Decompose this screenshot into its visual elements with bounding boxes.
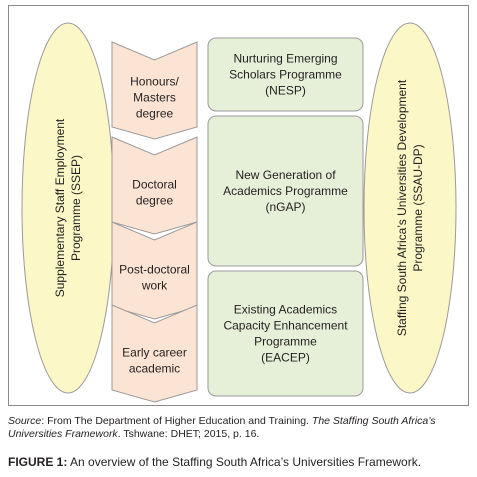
- ssau-dp-oval: [363, 22, 457, 394]
- programme-label-line: Existing Academics: [234, 303, 337, 317]
- programme-box-shape: [207, 115, 364, 267]
- programme-label: New Generation of Academics Programme (nGA…: [223, 168, 348, 214]
- source-label: Source: [8, 415, 42, 427]
- stage-chevron-shape: [111, 304, 198, 403]
- stage-label-line: Honours/: [130, 75, 179, 89]
- source-title: The Staffing South Africa’s Universities…: [8, 415, 436, 440]
- stage-chevron-shape: [111, 41, 198, 140]
- programme-box-shape: [207, 270, 364, 397]
- ssau-dp-label-line: Programme (SSAU-DP): [411, 144, 425, 271]
- ssep-label-line: Programme (SSEP): [69, 155, 83, 261]
- stage-label-line: academic: [129, 362, 180, 376]
- stage-label-line: Post-doctoral: [119, 263, 190, 277]
- programme-label-line: Scholars Programme: [229, 68, 342, 82]
- stage-label: Early career academic: [122, 346, 187, 376]
- ssep-label-line: Supplementary Staff Employment: [53, 118, 67, 297]
- programme-box: New Generation of Academics Programme (nGA…: [207, 115, 364, 267]
- programme-label-line: Academics Programme: [223, 184, 348, 198]
- source-note: Source: From The Department of Higher Ed…: [8, 415, 473, 441]
- figure-frame: [8, 5, 469, 406]
- caption-label: FIGURE 1:: [8, 455, 68, 469]
- stage-label-line: Early career: [122, 346, 187, 360]
- stage-label: Post-doctoral work: [119, 263, 190, 293]
- stage-label: Honours/Masters degree: [130, 75, 179, 121]
- stage-label-line: Masters: [133, 91, 176, 105]
- programme-box-shape: [207, 37, 364, 112]
- stage-label-line: Doctoral: [132, 178, 177, 192]
- source-prefix: : From The Department of Higher Educatio…: [41, 415, 312, 427]
- ssau-dp-label: Staffing South Africa’s Universities Dev…: [395, 79, 425, 336]
- programme-label-line: New Generation of: [235, 168, 336, 182]
- stage-chevron: Honours/Masters degree: [111, 41, 198, 140]
- source-suffix: . Tshwane: DHET; 2015, p. 16.: [117, 428, 260, 440]
- programme-label-line: (EACEP): [261, 351, 310, 365]
- programme-label-line: Programme: [254, 335, 317, 349]
- programme-label-line: (NESP): [265, 84, 306, 98]
- stage-chevron: Doctoral degree: [111, 136, 198, 235]
- figure-caption: FIGURE 1: An overview of the Staffing So…: [8, 455, 473, 469]
- stage-chevron: Post-doctoral work: [111, 221, 198, 320]
- stage-label: Doctoral degree: [132, 178, 177, 208]
- stage-label-line: degree: [136, 194, 174, 208]
- stage-label-line: work: [141, 279, 168, 293]
- programme-label-line: Capacity Enhancement: [223, 319, 348, 333]
- stage-chevron: Early career academic: [111, 304, 198, 403]
- ssep-oval: [21, 22, 115, 394]
- caption-text: An overview of the Staffing South Africa…: [67, 455, 422, 469]
- ssau-dp-label-line: Staffing South Africa’s Universities Dev…: [395, 79, 409, 336]
- stage-label-line: degree: [136, 107, 174, 121]
- programme-label-line: (nGAP): [265, 200, 305, 214]
- programme-label-line: Nurturing Emerging: [233, 52, 337, 66]
